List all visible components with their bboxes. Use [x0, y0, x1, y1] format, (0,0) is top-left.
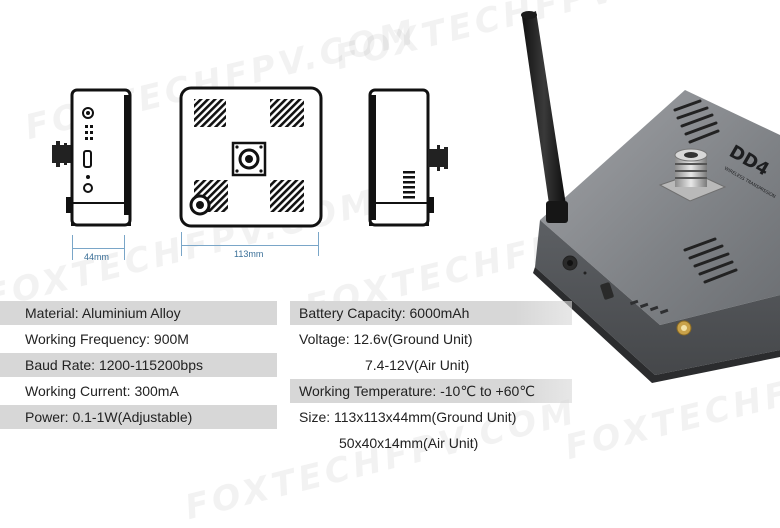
dimension-line — [72, 235, 73, 260]
side-view-drawing — [50, 85, 140, 235]
spec-power: Power: 0.1-1W(Adjustable) — [0, 405, 277, 429]
top-view-drawing — [178, 85, 328, 230]
rear-view-drawing — [365, 85, 455, 230]
dimension-line — [318, 232, 319, 256]
spec-size-ground: Size: 113x113x44mm(Ground Unit) — [299, 409, 517, 425]
spec-baud-rate: Baud Rate: 1200-115200bps — [0, 353, 277, 377]
spec-battery-capacity: Battery Capacity: 6000mAh — [290, 301, 572, 325]
dimension-line — [124, 235, 125, 260]
spec-size-air: 50x40x14mm(Air Unit) — [339, 435, 479, 451]
spec-voltage-air: 7.4-12V(Air Unit) — [365, 357, 470, 373]
dimension-line — [181, 232, 182, 256]
dimension-line — [72, 248, 125, 249]
dimension-line — [181, 245, 319, 246]
spec-working-current: Working Current: 300mA — [25, 383, 179, 399]
product-photo: DD4 WIRELESS TRANSMISSION — [500, 5, 780, 385]
spec-material: Material: Aluminium Alloy — [0, 301, 277, 325]
spec-voltage-ground: Voltage: 12.6v(Ground Unit) — [299, 331, 473, 347]
spec-working-temperature: Working Temperature: -10℃ to +60℃ — [290, 379, 572, 403]
spec-working-frequency: Working Frequency: 900M — [25, 331, 189, 347]
top-width-label: 113mm — [234, 249, 264, 259]
side-width-label: 44mm — [84, 252, 110, 262]
